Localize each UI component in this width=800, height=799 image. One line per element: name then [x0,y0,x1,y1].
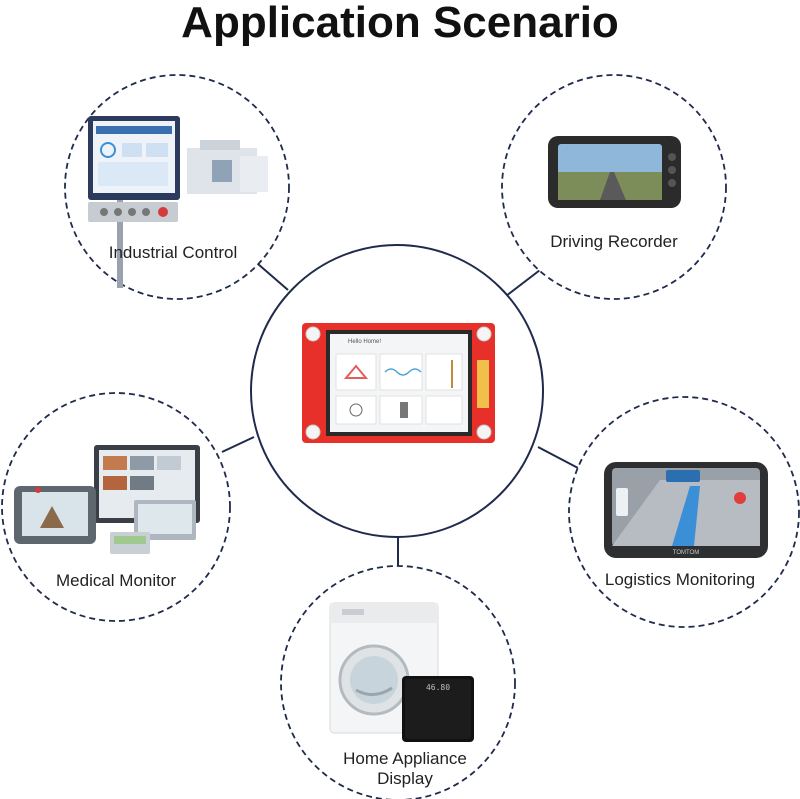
logistics-monitoring-image: TOMTOM [604,462,768,558]
connector-industrial [257,263,289,291]
center-node: Hello Home! [250,244,544,538]
screen-heading: Hello Home! [348,339,381,345]
page-title: Application Scenario [181,0,619,47]
industrial-control-image [88,116,268,288]
scenario-driving-recorder: Driving Recorder [501,74,727,300]
label-industrial-control: Industrial Control [109,243,238,262]
scale-reading: 46.80 [426,683,450,692]
label-driving-recorder: Driving Recorder [550,232,678,251]
connector-lines [221,263,579,566]
connector-medical [221,436,255,453]
label-medical-monitor: Medical Monitor [56,571,176,590]
medical-monitor-image [14,445,200,554]
home-appliance-image: 46.80 [329,602,474,742]
scenario-medical-monitor: Medical Monitor [1,392,231,622]
connector-logistics [537,446,579,469]
label-logistics-monitoring: Logistics Monitoring [605,570,755,589]
scenario-home-appliance: 46.80 Home Appliance Display [280,565,516,799]
connector-driving [505,269,541,297]
scenario-logistics-monitoring: TOMTOM Logistics Monitoring [568,396,800,628]
gps-brand-text: TOMTOM [673,550,699,556]
driving-recorder-image [548,136,681,208]
scenario-industrial-control: Industrial Control [64,74,290,300]
display-module-image: Hello Home! [302,323,495,443]
label-home-appliance-line2: Display [377,769,433,788]
label-home-appliance-line1: Home Appliance [343,749,467,768]
